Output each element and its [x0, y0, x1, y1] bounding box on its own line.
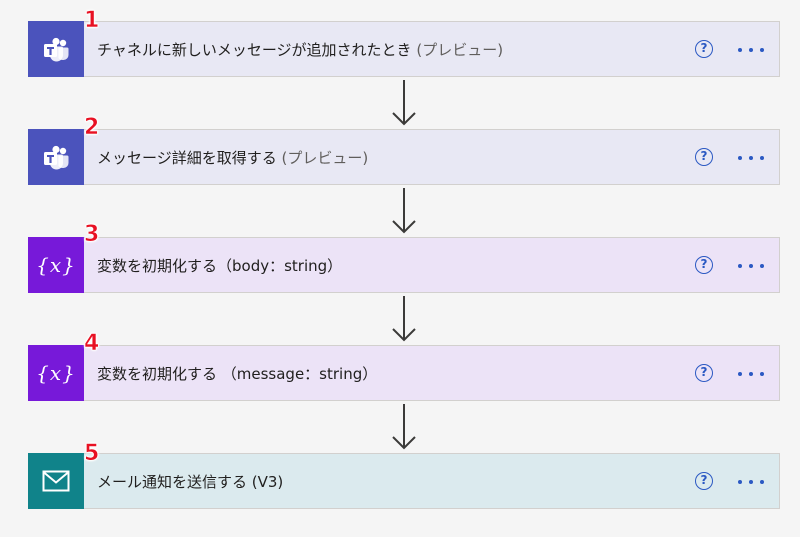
step-number-badge: 4 [84, 331, 100, 356]
step-title-text: チャネルに新しいメッセージが追加されたとき [97, 40, 412, 59]
teams-icon [28, 128, 84, 185]
step-title-suffix: (プレビュー) [416, 40, 504, 59]
more-options-icon[interactable] [738, 264, 764, 270]
step-title-suffix: (プレビュー) [281, 148, 369, 167]
step-title-text: メッセージ詳細を取得する [97, 148, 277, 167]
step-number-badge: 3 [84, 222, 100, 247]
variable-icon: {x} [28, 344, 84, 401]
step-title: チャネルに新しいメッセージが追加されたとき (プレビュー) [97, 39, 779, 60]
more-options-icon[interactable] [738, 156, 764, 162]
step-title: メッセージ詳細を取得する (プレビュー) [97, 147, 779, 168]
step-title-text: 変数を初期化する （message：string） [97, 364, 378, 383]
step-title: メール通知を送信する (V3) [97, 471, 779, 492]
connector-arrow-down-icon [392, 296, 416, 342]
step-card-5[interactable]: メール通知を送信する (V3) ? [28, 452, 780, 509]
mail-icon [28, 452, 84, 509]
variable-glyph: {x} [36, 252, 76, 277]
connector-arrow-down-icon [392, 404, 416, 450]
step-number-badge: 2 [84, 115, 100, 140]
step-title: 変数を初期化する（body：string） [97, 255, 779, 276]
step-card-2[interactable]: メッセージ詳細を取得する (プレビュー) ? [28, 128, 780, 185]
help-icon[interactable]: ? [695, 148, 713, 166]
step-card-1[interactable]: チャネルに新しいメッセージが追加されたとき (プレビュー) ? [28, 20, 780, 77]
help-icon[interactable]: ? [695, 472, 713, 490]
teams-icon [28, 20, 84, 77]
step-title-text: メール通知を送信する (V3) [97, 472, 284, 491]
help-icon[interactable]: ? [695, 40, 713, 58]
help-icon[interactable]: ? [695, 256, 713, 274]
step-number-badge: 5 [84, 441, 100, 466]
more-options-icon[interactable] [738, 480, 764, 486]
help-icon[interactable]: ? [695, 364, 713, 382]
step-card-3[interactable]: {x} 変数を初期化する（body：string） ? [28, 236, 780, 293]
more-options-icon[interactable] [738, 372, 764, 378]
connector-arrow-down-icon [392, 80, 416, 126]
step-card-4[interactable]: {x} 変数を初期化する （message：string） ? [28, 344, 780, 401]
variable-glyph: {x} [36, 360, 76, 385]
step-title: 変数を初期化する （message：string） [97, 363, 779, 384]
connector-arrow-down-icon [392, 188, 416, 234]
step-number-badge: 1 [84, 8, 100, 33]
step-title-text: 変数を初期化する（body：string） [97, 256, 343, 275]
variable-icon: {x} [28, 236, 84, 293]
more-options-icon[interactable] [738, 48, 764, 54]
